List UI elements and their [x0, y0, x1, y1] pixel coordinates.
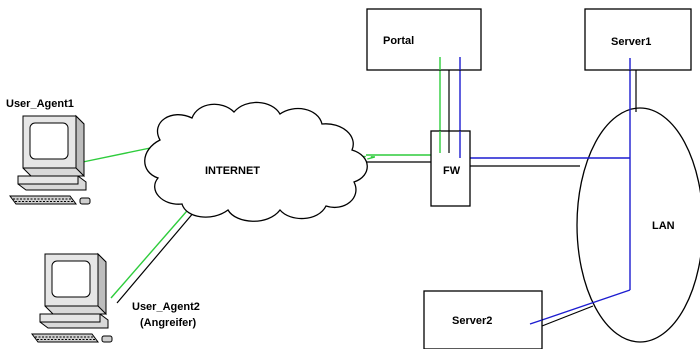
- portal-label: Portal: [383, 35, 414, 47]
- firewall-label: FW: [443, 165, 461, 177]
- internet-cloud-icon: [144, 101, 368, 222]
- server2-label: Server2: [452, 315, 492, 327]
- user-agent1-computer-icon: [9, 115, 91, 205]
- server1-label: Server1: [611, 36, 651, 48]
- user-agent2-role-label: (Angreifer): [140, 317, 197, 329]
- user-agent2-computer-icon: [31, 253, 113, 343]
- lan-ellipse: [576, 107, 700, 343]
- portal-box: [366, 8, 482, 71]
- lan-label: LAN: [652, 220, 675, 232]
- user-agent1-label: User_Agent1: [6, 98, 74, 110]
- server1-box: [584, 8, 692, 71]
- internet-label: INTERNET: [205, 165, 260, 177]
- firewall-box: [430, 130, 471, 207]
- black-cables: [116, 70, 637, 327]
- user-agent2-label: User_Agent2: [132, 301, 200, 313]
